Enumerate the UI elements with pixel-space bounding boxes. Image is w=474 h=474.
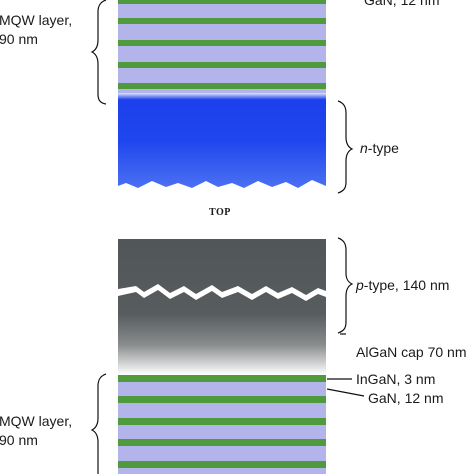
upper-mqw-label-line1: MQW layer, [0, 12, 73, 28]
algan-cap-label: AlGaN cap 70 nm [356, 344, 467, 360]
upper-mqw-stack [118, 0, 326, 97]
lower-mqw-label-line1: MQW layer, [0, 413, 73, 429]
ingan-well-layer [118, 62, 326, 68]
ingan-well-layer [118, 83, 326, 89]
ingan-well-layer [118, 396, 326, 403]
lower-mqw-label-line2: 90 nm [0, 432, 38, 448]
upper-mqw-label-line2: 90 nm [0, 31, 38, 47]
p-type-fracture-line [118, 284, 326, 301]
n-type-italic: n [360, 140, 368, 156]
ingan-well-layer [118, 439, 326, 446]
ingan-well-layer [118, 418, 326, 425]
lower-mqw-stack [118, 375, 326, 474]
n-type-brace [337, 100, 354, 194]
ingan-label: InGaN, 3 nm [356, 371, 436, 387]
ingan-well-layer [118, 461, 326, 468]
ingan-well-layer [118, 18, 326, 24]
divider-top-label: TOP [209, 207, 231, 218]
n-type-layer [118, 93, 326, 188]
ingan-well-layer [118, 40, 326, 46]
n-type-rest: -type [367, 140, 399, 156]
gan-leader-line [326, 388, 365, 397]
ingan-well-layer [118, 0, 326, 4]
p-type-label: p-type, 140 nm [356, 277, 449, 294]
lower-mqw-brace [90, 373, 107, 474]
p-type-brace [337, 237, 354, 334]
upper-mqw-brace [90, 0, 107, 105]
n-type-label: n-type [360, 140, 399, 157]
p-type-italic: p [356, 277, 364, 293]
lower-gan-label: GaN, 12 nm [368, 390, 444, 406]
p-type-algan-gradient-layer [118, 239, 326, 375]
ingan-well-layer [118, 375, 326, 382]
gan-barrier-layer [118, 0, 326, 97]
p-type-rest: -type, 140 nm [363, 277, 450, 293]
upper-gan-label: GaN, 12 nm [364, 0, 440, 8]
